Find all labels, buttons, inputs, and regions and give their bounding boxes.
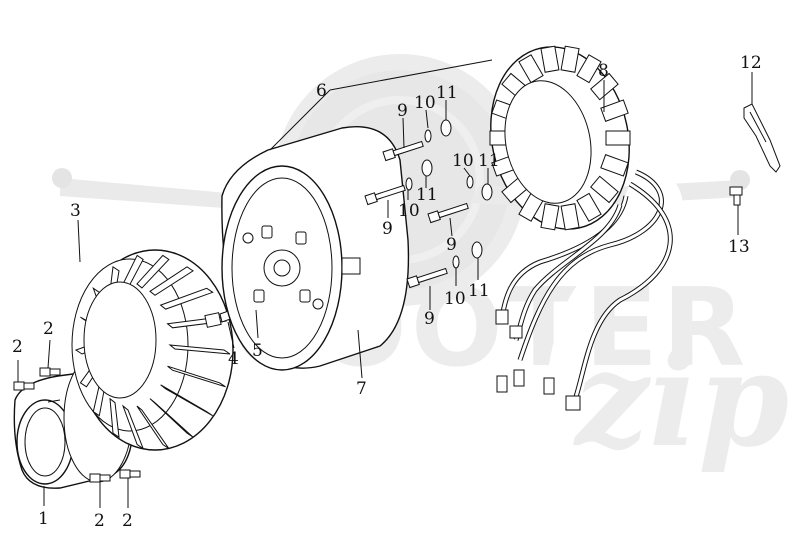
stator-coil (540, 45, 560, 73)
callout-4: 4 (228, 349, 239, 369)
callout-11: 11 (416, 185, 438, 205)
fan-blade (136, 254, 170, 289)
fan-blade (168, 344, 231, 355)
part-3-cooling-fan (71, 249, 234, 451)
stator-coil (560, 203, 580, 231)
callout-5: 5 (252, 341, 263, 361)
part-7-flywheel-rotor (221, 126, 410, 371)
stator-wire-harness (495, 158, 683, 411)
part-12-bracket (743, 103, 781, 173)
callout-2: 2 (94, 511, 105, 531)
part-9-bolts (364, 140, 469, 289)
callout-9: 9 (382, 219, 393, 239)
callout-11: 11 (436, 83, 458, 103)
part-8-stator (489, 45, 631, 231)
fan-blade (160, 384, 213, 417)
stator-coil (600, 154, 629, 177)
stator-coil (576, 54, 602, 84)
fan-blade (167, 365, 226, 388)
stator-coil (560, 45, 580, 73)
callout-9: 9 (397, 101, 408, 121)
stator-coil (605, 130, 631, 146)
part-13-bolt (729, 186, 743, 206)
stator-coil (600, 99, 629, 122)
callout-11: 11 (468, 281, 490, 301)
callout-2: 2 (122, 511, 133, 531)
leader-lines (17, 59, 753, 508)
callout-1: 1 (38, 509, 49, 529)
fan-blade (121, 404, 145, 450)
part-2-bolts (13, 367, 141, 483)
fan-blade (159, 287, 214, 310)
callout-13: 13 (728, 237, 750, 257)
callout-9: 9 (424, 309, 435, 329)
stator-coil (590, 175, 619, 204)
part-11-washers (421, 119, 493, 259)
callout-8: 8 (598, 61, 609, 81)
callout-7: 7 (356, 379, 367, 399)
callout-10: 10 (414, 93, 436, 113)
callout-2: 2 (43, 319, 54, 339)
stator-coil (518, 54, 544, 84)
fan-blade (109, 397, 120, 439)
callout-2: 2 (12, 337, 23, 357)
callout-3: 3 (70, 201, 81, 221)
fan-blade (136, 405, 170, 449)
callout-10: 10 (452, 151, 474, 171)
callout-9: 9 (446, 235, 457, 255)
callout-10: 10 (398, 201, 420, 221)
callout-6: 6 (316, 81, 327, 101)
callout-labels: 1 2 2 2 2 3 4 5 6 7 8 9 9 9 9 10 10 10 1… (12, 53, 762, 531)
fan-blade (149, 266, 194, 296)
fan-blade (149, 398, 194, 438)
callout-11: 11 (478, 151, 500, 171)
callout-10: 10 (444, 289, 466, 309)
callout-12: 12 (740, 53, 762, 73)
watermark-script-text: zip (573, 323, 789, 476)
stator-coil (540, 203, 560, 231)
stator-coil (576, 192, 602, 222)
